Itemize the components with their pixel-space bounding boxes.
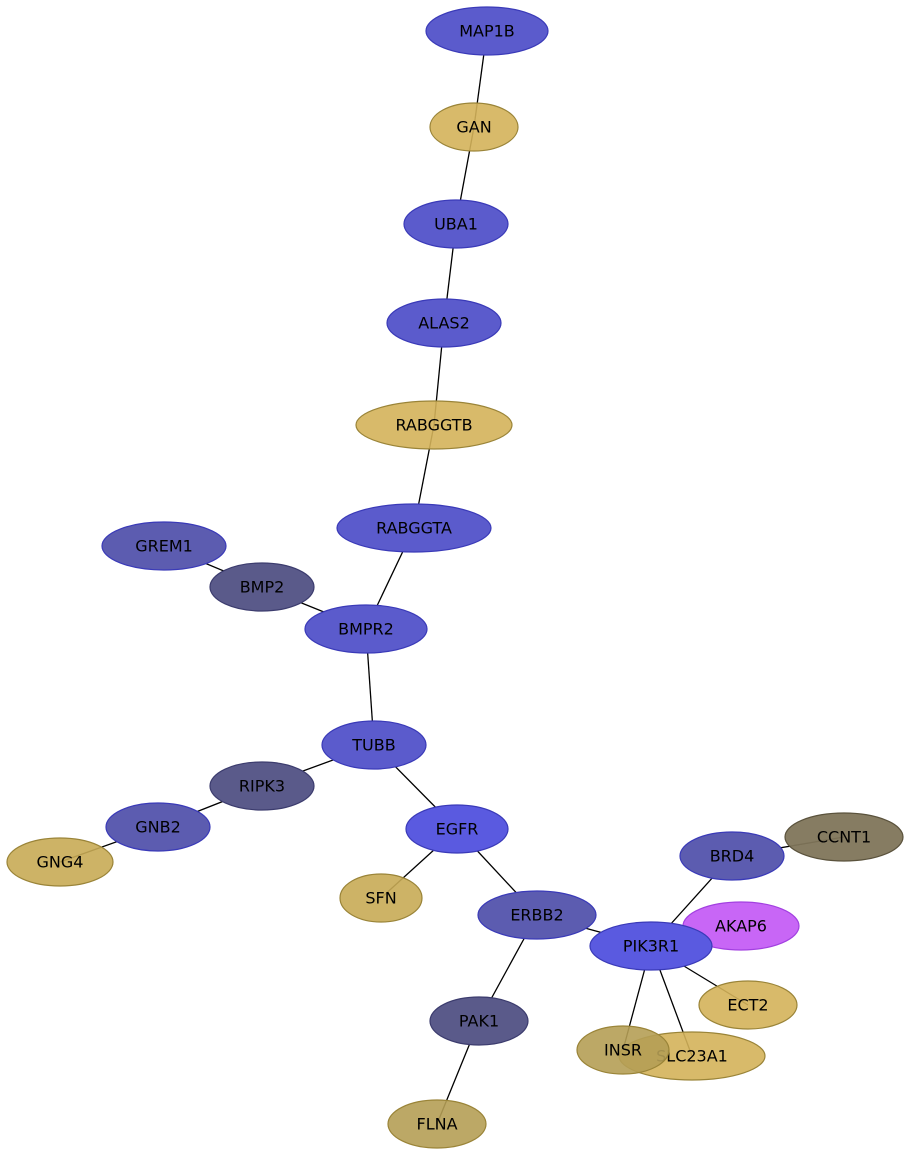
node-gng4[interactable]: GNG4 [6,837,114,887]
node-shape-egfr[interactable] [405,804,509,854]
node-grem1[interactable]: GREM1 [101,521,227,571]
node-bmp2[interactable]: BMP2 [209,562,315,612]
node-shape-rabggtb[interactable] [355,400,513,450]
node-insr[interactable]: INSR [576,1025,670,1075]
node-shape-sfn[interactable] [339,873,423,923]
node-bmpr2[interactable]: BMPR2 [304,604,428,654]
node-tubb[interactable]: TUBB [321,720,427,770]
node-shape-gnb2[interactable] [105,802,211,852]
node-shape-pik3r1[interactable] [589,921,713,971]
node-shape-flna[interactable] [387,1099,487,1149]
node-ect2[interactable]: ECT2 [698,980,798,1030]
edge-layer [59,30,845,1125]
node-shape-ccnt1[interactable] [784,812,904,862]
node-brd4[interactable]: BRD4 [679,831,785,881]
node-alas2[interactable]: ALAS2 [386,298,502,348]
node-shape-insr[interactable] [576,1025,670,1075]
node-shape-ripk3[interactable] [209,761,315,811]
node-pik3r1[interactable]: PIK3R1 [589,921,713,971]
node-ccnt1[interactable]: CCNT1 [784,812,904,862]
node-shape-uba1[interactable] [403,199,509,249]
node-shape-alas2[interactable] [386,298,502,348]
node-erbb2[interactable]: ERBB2 [477,890,597,940]
node-shape-pak1[interactable] [429,996,529,1046]
node-egfr[interactable]: EGFR [405,804,509,854]
node-shape-erbb2[interactable] [477,890,597,940]
node-shape-ect2[interactable] [698,980,798,1030]
node-shape-brd4[interactable] [679,831,785,881]
node-flna[interactable]: FLNA [387,1099,487,1149]
node-shape-rabggta[interactable] [336,503,492,553]
node-shape-grem1[interactable] [101,521,227,571]
node-sfn[interactable]: SFN [339,873,423,923]
node-rabggta[interactable]: RABGGTA [336,503,492,553]
node-shape-tubb[interactable] [321,720,427,770]
node-gan[interactable]: GAN [429,102,519,152]
node-shape-map1b[interactable] [425,6,549,56]
node-shape-bmpr2[interactable] [304,604,428,654]
node-gnb2[interactable]: GNB2 [105,802,211,852]
node-shape-gng4[interactable] [6,837,114,887]
node-map1b[interactable]: MAP1B [425,6,549,56]
node-shape-bmp2[interactable] [209,562,315,612]
node-shape-gan[interactable] [429,102,519,152]
node-uba1[interactable]: UBA1 [403,199,509,249]
node-pak1[interactable]: PAK1 [429,996,529,1046]
node-rabggtb[interactable]: RABGGTB [355,400,513,450]
node-ripk3[interactable]: RIPK3 [209,761,315,811]
